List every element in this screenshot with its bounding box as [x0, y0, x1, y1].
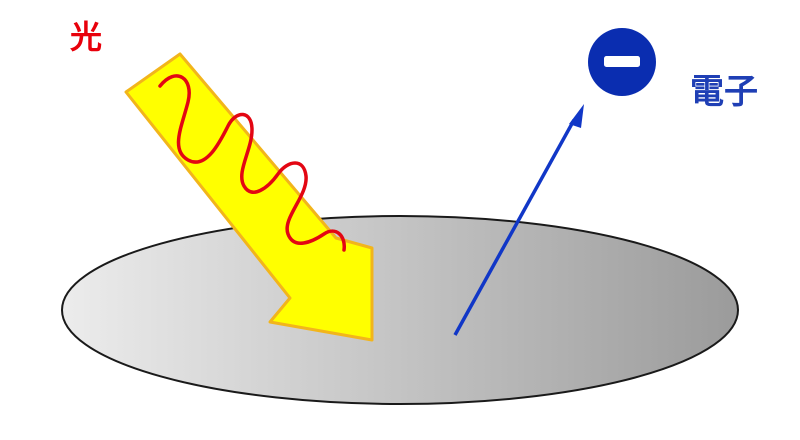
metal-surface: [61, 215, 739, 405]
light-label: 光: [70, 18, 102, 56]
light-wave: [158, 74, 346, 252]
electron-trajectory: [453, 119, 576, 336]
electron-label: 電子: [690, 72, 758, 112]
electron-trajectory-arrowhead: [569, 104, 584, 128]
electron-icon: [588, 28, 656, 96]
light-beam-arrow: [124, 52, 374, 342]
